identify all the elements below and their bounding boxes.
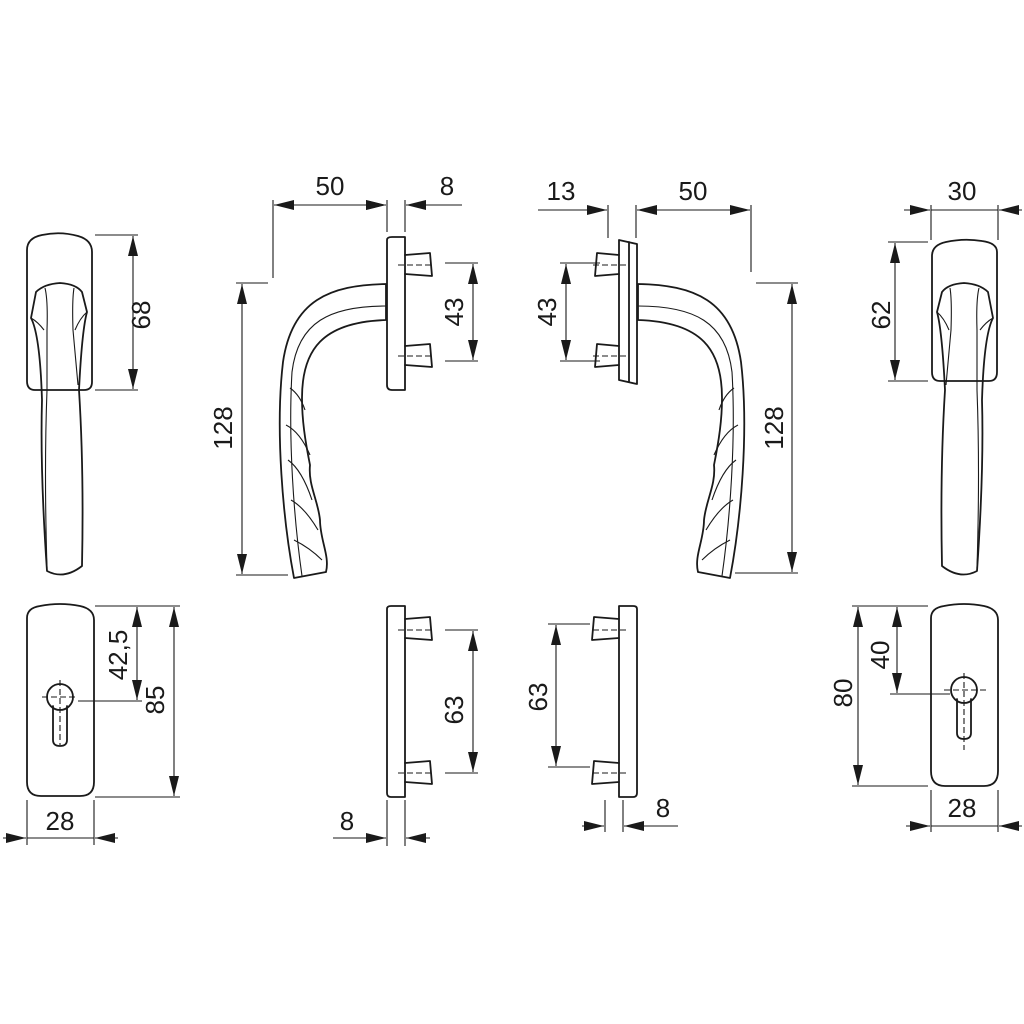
dim-label-8-bottom-right: 8 (656, 793, 670, 823)
dim-50-left: 50 8 (272, 171, 462, 278)
rosette-left (26, 603, 95, 797)
side-handle-left (278, 236, 433, 579)
dim-63-right: 63 (523, 623, 590, 768)
dim-label-43: 43 (439, 298, 469, 327)
dim-label-128: 128 (208, 406, 238, 449)
dim-30: 30 (904, 176, 1022, 240)
dim-80-40: 80 40 (828, 605, 950, 787)
dim-label-8: 8 (440, 171, 454, 201)
dim-label-28-left: 28 (46, 806, 75, 836)
dim-label-63: 63 (439, 696, 469, 725)
dim-128-left: 128 (208, 282, 288, 576)
dim-label-43-right: 43 (532, 298, 562, 327)
dim-62: 62 (866, 241, 928, 382)
dim-label-62: 62 (866, 301, 896, 330)
plate-right (591, 605, 638, 798)
dim-label-80: 80 (828, 679, 858, 708)
dim-63-left: 63 (439, 629, 478, 774)
dim-8-bottom-left: 8 (333, 800, 430, 846)
dim-68: 68 (95, 234, 156, 391)
front-handle-right (931, 238, 998, 576)
dim-label-128-right: 128 (759, 406, 789, 449)
dim-28-left: 28 (3, 800, 118, 845)
dim-label-30: 30 (948, 176, 977, 206)
rosette-right (930, 603, 999, 787)
side-handle-right (592, 239, 746, 579)
front-handle-left (26, 232, 93, 576)
dim-128-right: 128 (735, 282, 798, 574)
dim-28-right: 28 (906, 790, 1022, 832)
dim-label-85: 85 (140, 686, 170, 715)
dim-43-right: 43 (532, 262, 600, 362)
dim-label-63-right: 63 (523, 683, 553, 712)
dim-43-left: 43 (439, 262, 478, 362)
dim-label-8-bottom-left: 8 (340, 806, 354, 836)
dim-label-68: 68 (126, 301, 156, 330)
dim-label-50: 50 (316, 171, 345, 201)
dim-label-13: 13 (547, 176, 576, 206)
dim-label-50-right: 50 (679, 176, 708, 206)
dim-label-42-5: 42,5 (103, 630, 133, 681)
plate-left (386, 605, 433, 798)
dim-13-50-right: 13 50 (538, 176, 752, 272)
dim-42-5-85: 42,5 85 (78, 605, 180, 798)
dim-8-bottom-right: 8 (582, 793, 678, 832)
dim-label-40: 40 (865, 641, 895, 670)
dim-label-28-right: 28 (948, 793, 977, 823)
